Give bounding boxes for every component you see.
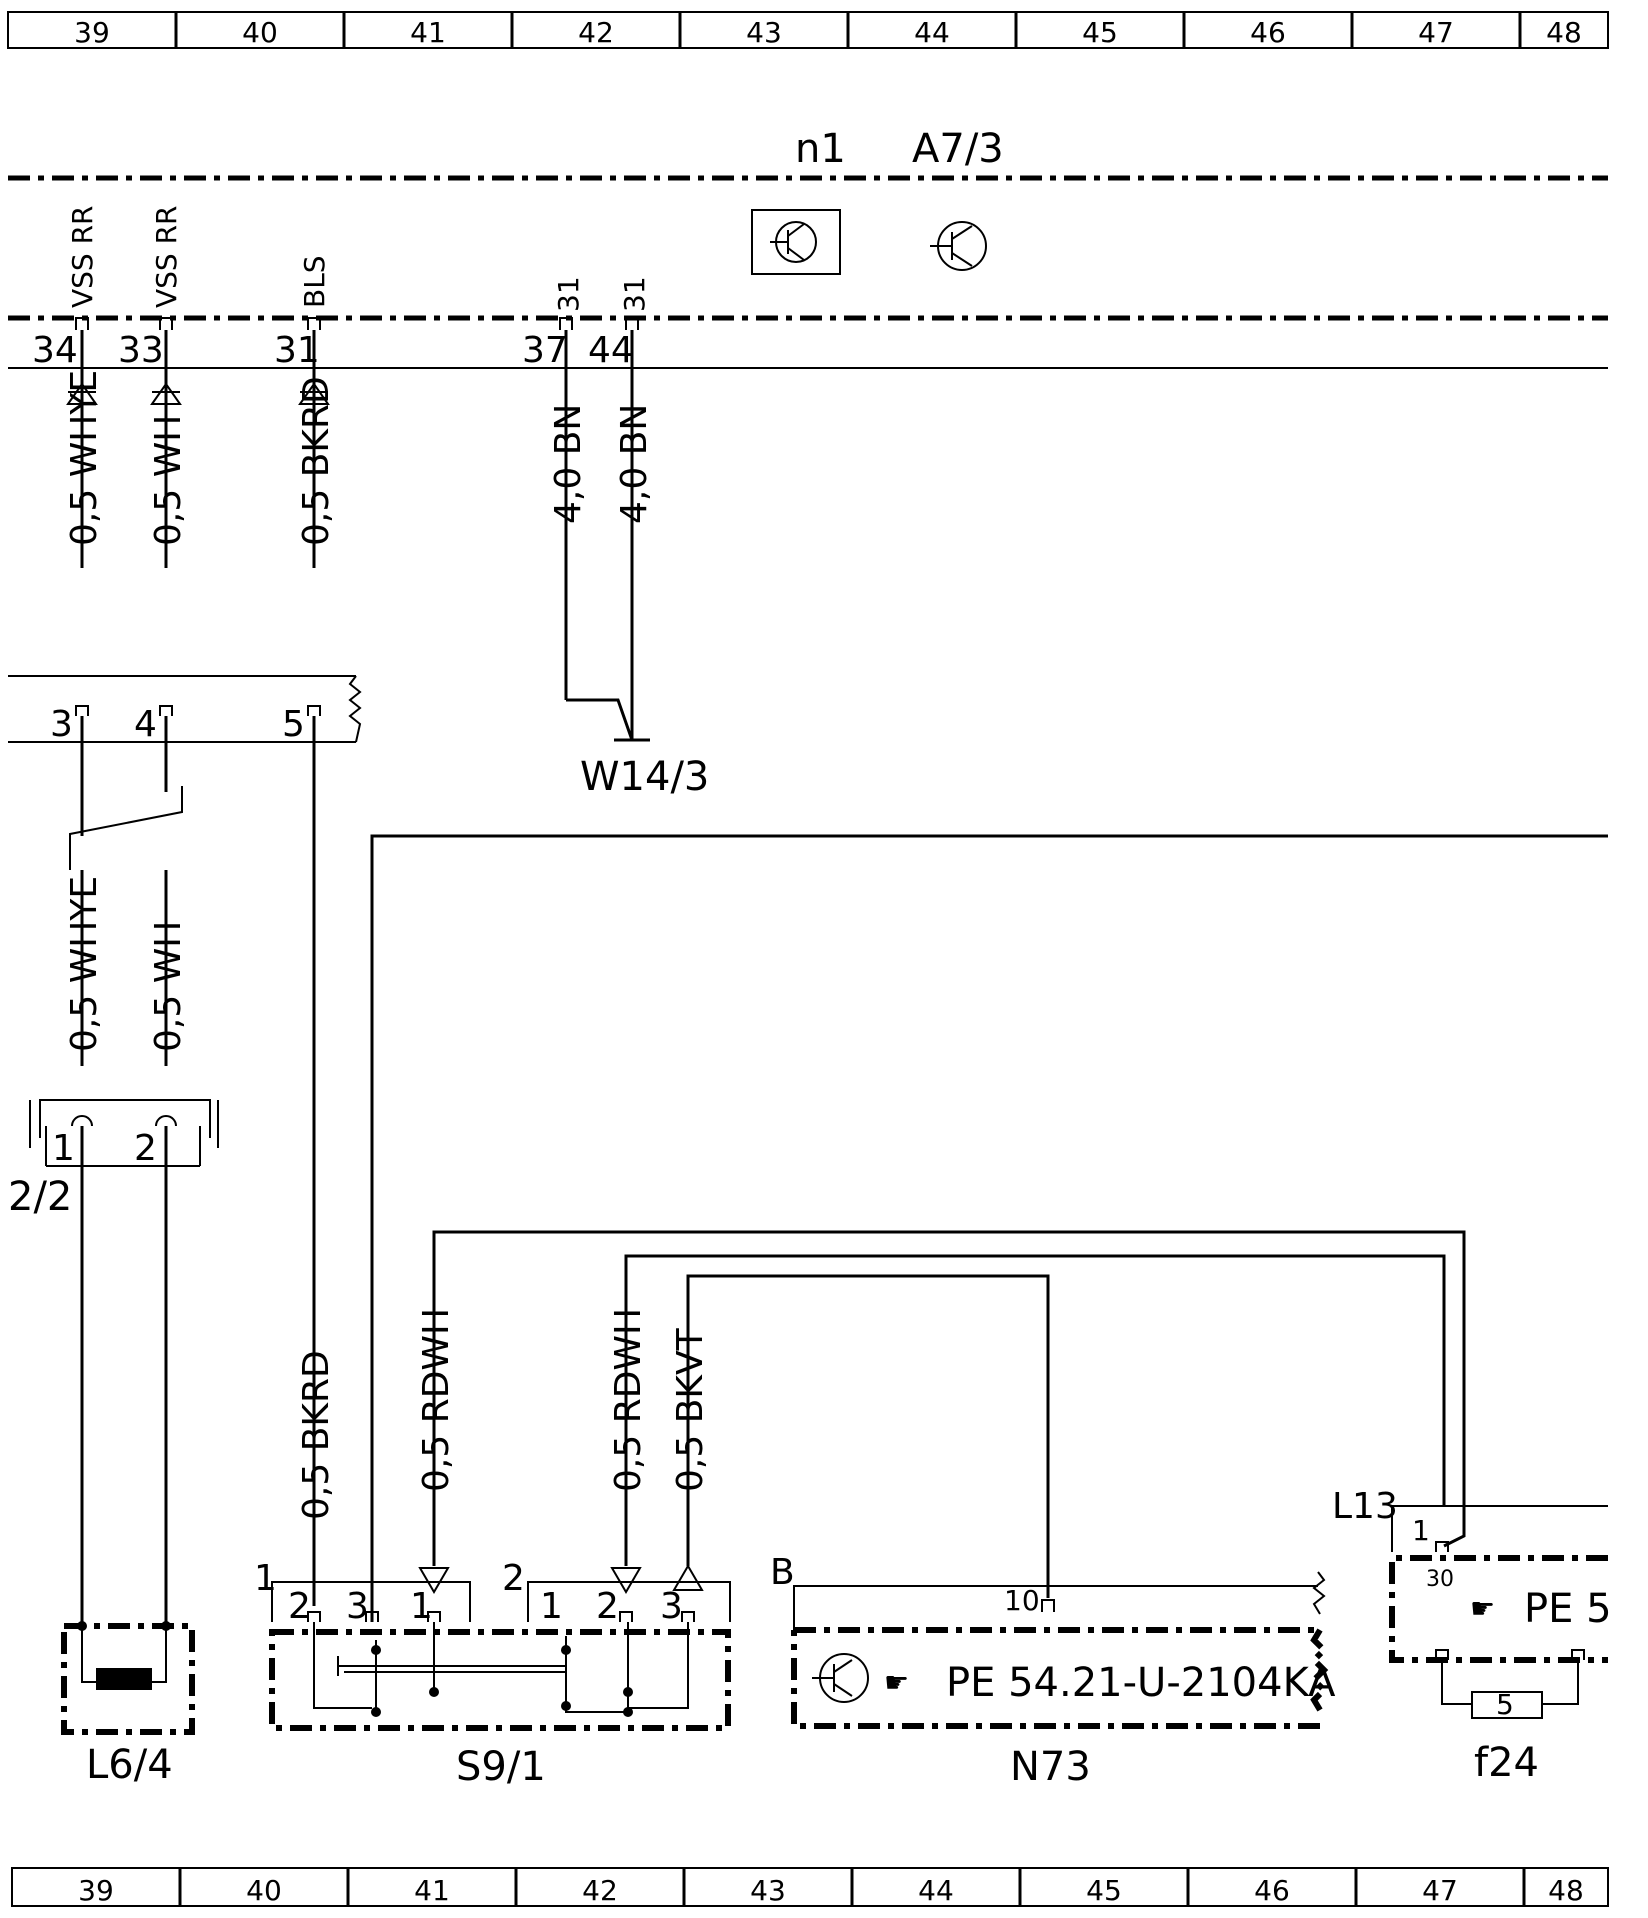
plug-label: B [770, 1552, 795, 1593]
wire-label: 0,5 WH [148, 921, 189, 1052]
reference-code: PE 5 [1524, 1586, 1612, 1632]
wire-label: 0,5 BKVT [670, 1327, 711, 1492]
grid-column-number: 47 [1418, 16, 1454, 49]
pin-number: 1 [1412, 1514, 1430, 1547]
grid-column-number: 48 [1546, 16, 1582, 49]
grid-column-number: 43 [746, 16, 782, 49]
mid-connector: 3 4 5 [8, 675, 362, 745]
twisted-pair: 0,5 WHYE 0,5 WH [64, 716, 189, 1066]
grid-column-number: 44 [918, 1874, 954, 1907]
grid-column-number: 43 [750, 1874, 786, 1907]
grid-column-number: 47 [1422, 1874, 1458, 1907]
ground-label: W14/3 [580, 754, 709, 800]
grid-column-number: 42 [582, 1874, 618, 1907]
wire-label: 0,5 BKRD [296, 376, 337, 546]
grid-column-number: 46 [1250, 16, 1286, 49]
pin-number: 1 [410, 1586, 433, 1627]
connector-pin: 33 VSS RR 0,5 WH [118, 205, 189, 568]
grid-column-number: 39 [74, 16, 110, 49]
wire-label: 0,5 WHYE [64, 370, 105, 546]
pin-number: 33 [118, 330, 164, 371]
connector-label: 2/2 [8, 1174, 72, 1220]
plug-number: 1 [254, 1558, 277, 1599]
ground-point: W14/3 [566, 698, 709, 800]
top-connector: 34 VSS RR 0,5 WHYE 33 VSS RR 0,5 WH 31 B… [32, 205, 655, 740]
grid-column-number: 39 [78, 1874, 114, 1907]
speed-sensor-component: L6/4 [61, 1621, 195, 1788]
grid-column-number: 46 [1254, 1874, 1290, 1907]
pin-number: 2 [596, 1586, 619, 1627]
signal-label: 31 [552, 276, 585, 312]
transistor-icon [930, 221, 987, 271]
grid-column-number: 45 [1086, 1874, 1122, 1907]
pin-number: 3 [660, 1586, 683, 1627]
transistor-icon [751, 209, 841, 275]
pin-number: 44 [588, 330, 634, 371]
fuse-rating: 5 [1496, 1688, 1514, 1721]
signal-label: VSS RR [66, 205, 99, 308]
terminal-label: 30 [1426, 1567, 1454, 1592]
signal-label: BLS [298, 255, 331, 308]
brake-switch-component: 0,5 RDWH 0,5 RDWH 0,5 BKVT 1 2 3 1 2 1 2… [254, 834, 1608, 1790]
pointing-hand-icon: ☛ [884, 1666, 909, 1699]
pin-number: 2 [288, 1586, 311, 1627]
grid-column-number: 41 [410, 16, 446, 49]
grid-column-number: 42 [578, 16, 614, 49]
signal-label: VSS RR [150, 205, 183, 308]
grid-column-number: 45 [1082, 16, 1118, 49]
pin-number: 1 [540, 1586, 563, 1627]
reference-code: PE 54.21-U-2104KA [946, 1660, 1336, 1706]
pin-number: 3 [50, 704, 73, 745]
pin-number: 37 [522, 330, 568, 371]
control-unit-component: B 10 ☛ PE 54.21-U-2104KA N73 [770, 1552, 1336, 1790]
component-label: L6/4 [86, 1742, 173, 1788]
connector-pin: 44 31 4,0 BN [588, 276, 655, 740]
grid-column-number: 44 [914, 16, 950, 49]
module-a7-3-label: A7/3 [912, 126, 1004, 172]
wire-label: 0,5 WHYE [64, 876, 105, 1052]
wire-label: 0,5 RDWH [416, 1308, 457, 1492]
coil-icon [96, 1668, 152, 1690]
wire-label: 0,5 BKRD [296, 1350, 337, 1520]
transistor-icon [812, 1653, 869, 1703]
fuse-component: L13 1 30 ☛ PE 5 5 f24 [1332, 1486, 1612, 1786]
module-n1-label: n1 [795, 126, 846, 172]
pin-number: 10 [1004, 1584, 1040, 1617]
plug-number: 2 [502, 1558, 525, 1599]
pin-number: 31 [274, 330, 320, 371]
grid-column-number: 40 [246, 1874, 282, 1907]
connector-pin: 31 BLS 0,5 BKRD [274, 255, 337, 568]
connector-pin: 37 31 4,0 BN [522, 276, 589, 700]
pin-number: 1 [52, 1128, 75, 1169]
top-grid-strip: 39 40 41 42 43 44 45 46 47 48 [7, 11, 1609, 49]
pin-number: 2 [134, 1128, 157, 1169]
fuse-label: f24 [1474, 1740, 1539, 1786]
connector-pin: 34 VSS RR 0,5 WHYE [32, 205, 105, 568]
grid-column-number: 40 [242, 16, 278, 49]
signal-label: 31 [618, 276, 651, 312]
pointing-hand-icon: ☛ [1470, 1592, 1495, 1625]
pin-number: 34 [32, 330, 78, 371]
sensor-connector: 1 2 2/2 [8, 1099, 219, 1626]
wire-label: 4,0 BN [614, 404, 655, 524]
component-label: S9/1 [456, 1744, 546, 1790]
grid-column-number: 48 [1548, 1874, 1584, 1907]
pin-number: 4 [134, 704, 157, 745]
component-label: N73 [1010, 1744, 1091, 1790]
component-label: L13 [1332, 1486, 1398, 1527]
pin-number: 5 [282, 704, 305, 745]
wire-label: 4,0 BN [548, 404, 589, 524]
pin-number: 3 [346, 1586, 369, 1627]
grid-column-number: 41 [414, 1874, 450, 1907]
wire-label: 0,5 RDWH [608, 1308, 649, 1492]
bottom-grid-strip: 39 40 41 42 43 44 45 46 47 48 [11, 1867, 1609, 1907]
wire-label: 0,5 WH [148, 415, 189, 546]
